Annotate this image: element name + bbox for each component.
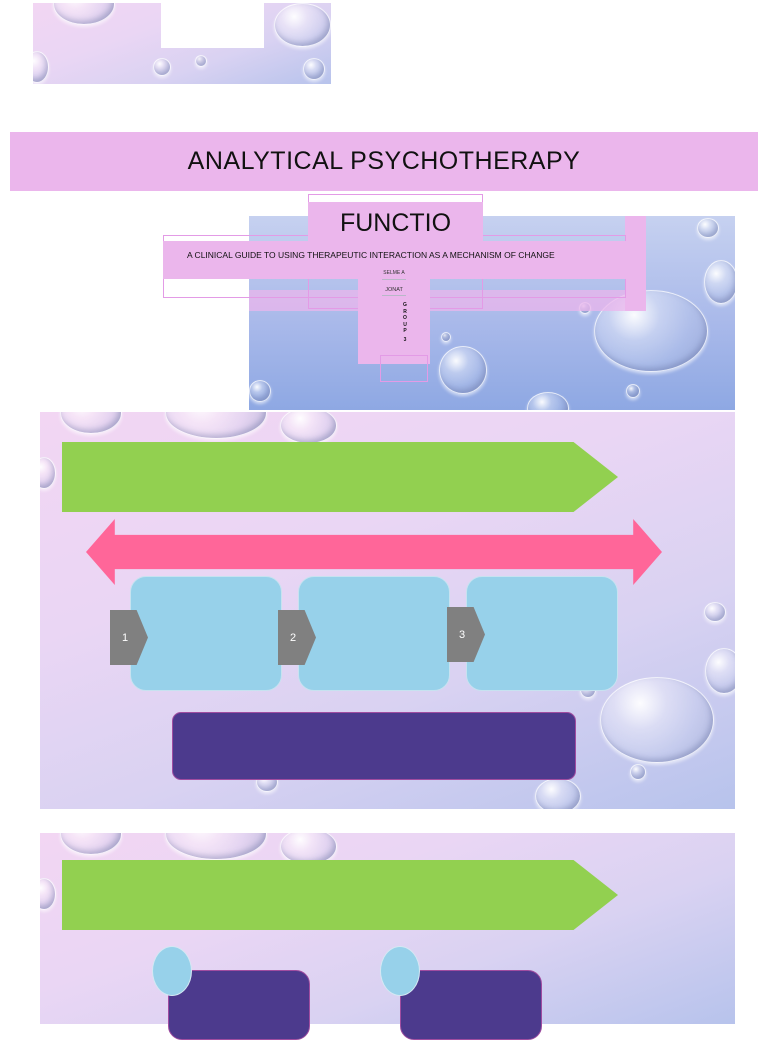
water-drop	[705, 648, 735, 694]
water-drop	[704, 260, 735, 304]
water-drop	[527, 392, 569, 410]
water-drop	[626, 384, 640, 398]
step-box-2	[298, 576, 450, 691]
water-drop	[60, 833, 122, 855]
water-drop	[441, 332, 451, 342]
oval-marker-2	[380, 946, 420, 996]
presenter-underline-2	[382, 295, 406, 296]
water-drop	[53, 3, 115, 25]
water-drop	[439, 346, 487, 394]
pink-strip-band	[249, 290, 626, 311]
content-box-2	[400, 970, 542, 1040]
group-letter: O	[403, 315, 407, 321]
water-drop	[274, 3, 331, 47]
presenter-underline-1	[382, 279, 406, 280]
water-drop	[697, 218, 719, 238]
step-box-1	[130, 576, 282, 691]
name-outline	[380, 355, 428, 382]
water-drop	[630, 764, 646, 780]
subtitle-box: A CLINICAL GUIDE TO USING THERAPEUTIC IN…	[163, 241, 626, 279]
water-drop	[195, 55, 207, 67]
group-number: 3	[403, 336, 407, 343]
green-arrow-banner	[62, 860, 618, 930]
group-letter: P	[403, 328, 407, 334]
top-thumbnail	[33, 3, 331, 84]
water-drop	[249, 380, 271, 402]
water-drop	[153, 58, 171, 76]
water-drop	[40, 878, 56, 910]
water-drop	[60, 412, 122, 434]
heading-box: FUNCTIO	[308, 202, 483, 244]
step-box-3	[466, 576, 618, 691]
presenter-name-1: SELME A	[383, 270, 405, 276]
group-letter: U	[403, 321, 407, 328]
water-drop	[600, 677, 714, 763]
group-letter: R	[403, 308, 407, 315]
white-placeholder	[161, 3, 264, 48]
group-letter: G	[403, 302, 407, 308]
water-drop	[33, 51, 49, 83]
water-drop	[165, 833, 267, 860]
name-box	[358, 279, 430, 364]
slide-subtitle: A CLINICAL GUIDE TO USING THERAPEUTIC IN…	[187, 250, 555, 260]
page-title: ANALYTICAL PSYCHOTHERAPY	[10, 132, 758, 191]
presenter-name-2: JONAT	[385, 287, 403, 293]
green-arrow-banner	[62, 442, 618, 512]
water-drop	[535, 778, 581, 809]
pink-strip-right	[625, 216, 646, 311]
summary-box	[172, 712, 576, 780]
water-drop	[704, 602, 726, 622]
water-drop	[280, 412, 337, 444]
water-drop	[165, 412, 267, 439]
group-label: G R O U P 3	[400, 302, 410, 343]
oval-marker-1	[152, 946, 192, 996]
water-drop	[303, 58, 325, 80]
slide-heading: FUNCTIO	[339, 208, 452, 237]
water-drop	[40, 457, 56, 489]
